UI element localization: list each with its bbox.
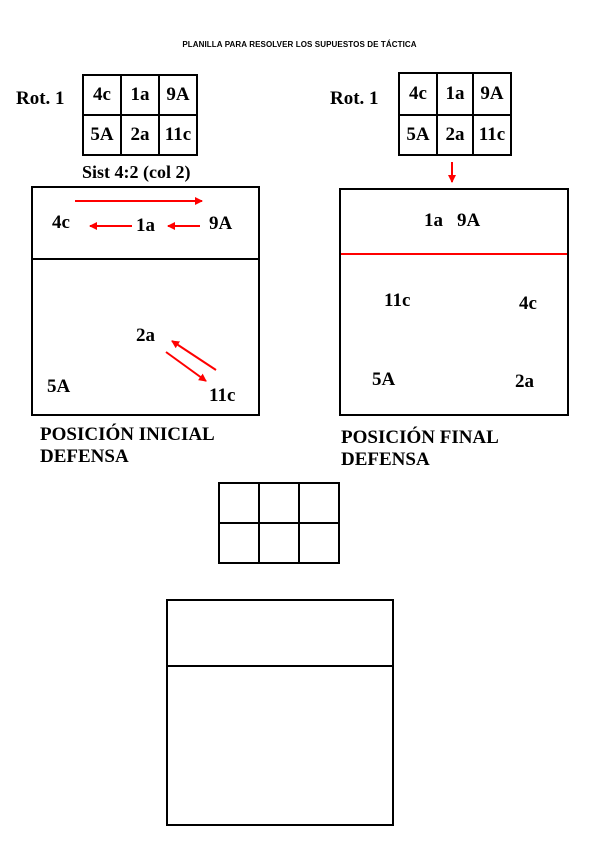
right-grid-cell: 2a xyxy=(436,114,474,156)
left-court xyxy=(31,186,260,416)
right-grid-cell: 1a xyxy=(436,72,474,116)
blank-rotation-grid xyxy=(218,482,340,564)
blank-court-net xyxy=(168,665,392,667)
left-grid-cell: 1a xyxy=(120,74,160,116)
right-caption: POSICIÓN FINAL DEFENSA xyxy=(341,427,499,471)
page-title: PLANILLA PARA RESOLVER LOS SUPUESTOS DE … xyxy=(182,40,417,49)
right-player-11c: 11c xyxy=(384,290,411,311)
arrow-11c-to-2a xyxy=(171,340,217,371)
left-grid-cell: 4c xyxy=(82,74,122,116)
left-grid-cell: 2a xyxy=(120,114,160,156)
left-caption-line2: DEFENSA xyxy=(40,446,129,467)
right-player-5A: 5A xyxy=(372,369,396,390)
blank-grid-cell xyxy=(218,482,260,524)
right-player-2a: 2a xyxy=(515,371,534,392)
left-rotation-grid: 4c 1a 9A 5A 2a 11c xyxy=(82,74,198,156)
blank-grid-cell xyxy=(258,482,300,524)
left-court-net xyxy=(33,258,258,260)
left-grid-cell: 9A xyxy=(158,74,198,116)
right-player-9A: 9A xyxy=(457,210,481,231)
left-grid-cell: 11c xyxy=(158,114,198,156)
left-player-2a: 2a xyxy=(136,325,155,346)
left-player-1a: 1a xyxy=(136,215,155,236)
right-caption-line1: POSICIÓN FINAL xyxy=(341,427,499,448)
left-caption-line1: POSICIÓN INICIAL xyxy=(40,424,215,445)
left-player-9A: 9A xyxy=(209,213,233,234)
blank-grid-cell xyxy=(298,522,340,564)
right-player-4c: 4c xyxy=(519,293,537,314)
left-rotation-label: Rot. 1 xyxy=(16,88,65,109)
left-system-label: Sist 4:2 (col 2) xyxy=(82,162,191,182)
right-court-net-red xyxy=(341,253,567,255)
arrow-2a-to-11c xyxy=(165,351,207,382)
left-caption: POSICIÓN INICIAL DEFENSA xyxy=(40,424,215,468)
right-rotation-label: Rot. 1 xyxy=(330,88,379,109)
left-player-5A: 5A xyxy=(47,376,71,397)
right-grid-cell: 9A xyxy=(472,72,512,116)
right-rotation-grid: 4c 1a 9A 5A 2a 11c xyxy=(398,72,512,156)
right-grid-cell: 5A xyxy=(398,114,438,156)
right-player-1a: 1a xyxy=(424,210,443,231)
left-grid-cell: 5A xyxy=(82,114,122,156)
left-player-11c: 11c xyxy=(209,385,236,406)
right-caption-line2: DEFENSA xyxy=(341,449,430,470)
right-grid-cell: 4c xyxy=(398,72,438,116)
blank-grid-cell xyxy=(298,482,340,524)
blank-grid-cell xyxy=(218,522,260,564)
blank-grid-cell xyxy=(258,522,300,564)
right-grid-cell: 11c xyxy=(472,114,512,156)
right-court xyxy=(339,188,569,416)
blank-court xyxy=(166,599,394,826)
left-player-4c: 4c xyxy=(52,212,70,233)
